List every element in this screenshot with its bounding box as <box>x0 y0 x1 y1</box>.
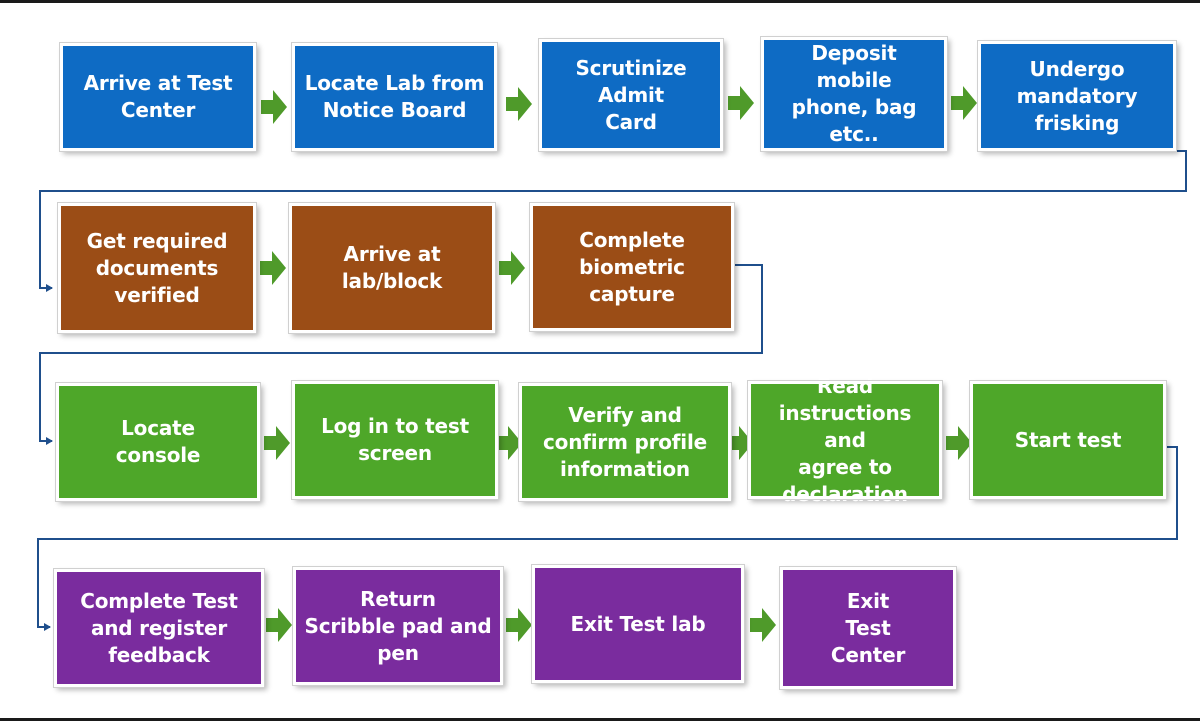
step-return-scribble-pad: Return Scribble pad and pen <box>292 566 504 686</box>
step-get-documents-verified: Get required documents verified <box>57 202 257 334</box>
step-read-instructions: Read instructions and agree to declarati… <box>747 374 943 506</box>
step-verify-profile: Verify and confirm profile information <box>518 382 732 502</box>
row-connector-line <box>39 150 1187 289</box>
step-scrutinize-admit-card: Scrutinize Admit Card <box>538 38 724 152</box>
step-complete-test-feedback: Complete Test and register feedback <box>53 568 265 688</box>
connector-arrowhead-icon <box>46 284 53 292</box>
flow-arrow-icon <box>499 251 525 285</box>
step-locate-lab: Locate Lab from Notice Board <box>291 42 498 152</box>
step-exit-test-lab: Exit Test lab <box>531 564 745 684</box>
flow-arrow-icon <box>951 86 977 120</box>
step-log-in: Log in to test screen <box>291 380 499 500</box>
flow-arrow-icon <box>727 426 753 460</box>
flow-arrow-icon <box>266 608 292 642</box>
step-arrive-at-test-center: Arrive at Test Center <box>59 42 257 152</box>
step-complete-biometric: Complete biometric capture <box>529 202 735 332</box>
step-locate-console: Locate console <box>55 382 261 502</box>
step-deposit-mobile: Deposit mobile phone, bag etc.. <box>760 36 948 152</box>
step-undergo-frisking: Undergo mandatory frisking <box>977 40 1177 152</box>
flow-arrow-icon <box>264 426 290 460</box>
step-exit-test-center: Exit Test Center <box>779 566 957 690</box>
flow-arrow-icon <box>260 251 286 285</box>
flow-arrow-icon <box>496 426 522 460</box>
flow-arrow-icon <box>506 87 532 121</box>
flow-arrow-icon <box>946 426 972 460</box>
flow-arrow-icon <box>750 608 776 642</box>
flow-arrow-icon <box>506 608 532 642</box>
step-arrive-at-lab: Arrive at lab/block <box>288 202 496 334</box>
step-start-test: Start test <box>969 380 1167 500</box>
flow-arrow-icon <box>728 86 754 120</box>
connector-arrowhead-icon <box>44 623 51 631</box>
row-connector-line <box>39 264 763 442</box>
row-connectors <box>37 86 1187 642</box>
flow-arrow-icon <box>261 90 287 124</box>
connector-arrowhead-icon <box>46 437 53 445</box>
row-connector-line <box>37 446 1178 628</box>
